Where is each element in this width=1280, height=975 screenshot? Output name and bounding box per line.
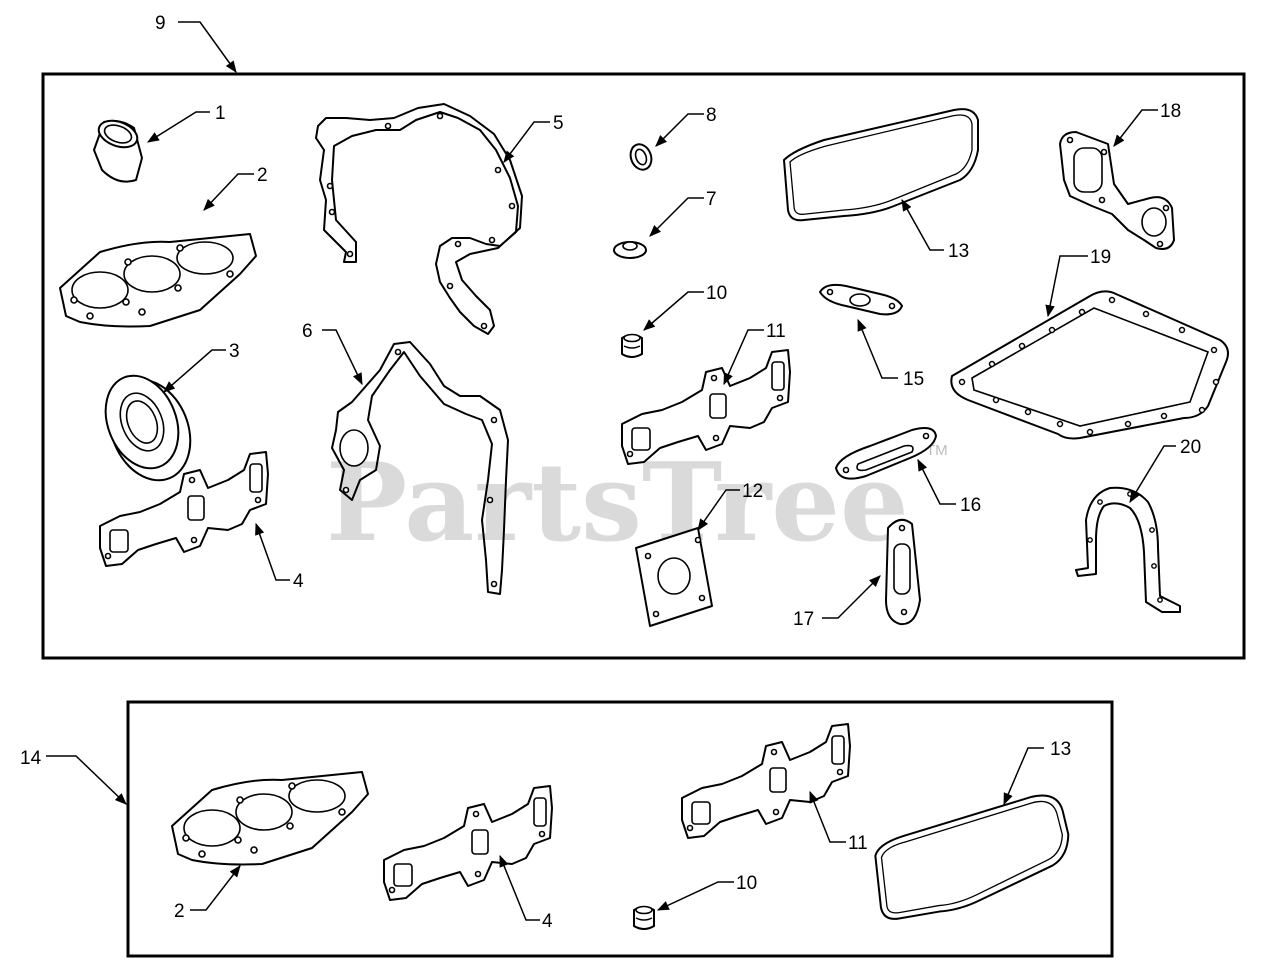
leader-3: [163, 349, 226, 393]
part-18-pump-gasket: [1059, 131, 1175, 250]
leader-15: [857, 318, 898, 379]
label-13: 13: [948, 241, 969, 262]
part-6-cover-gasket: [331, 341, 509, 595]
leader-9: [178, 21, 237, 73]
part-17-exhaust-gasket: [885, 518, 921, 626]
leader-10: [643, 291, 704, 331]
kit14-label-2: 2: [174, 901, 185, 922]
kit14-label-10: 10: [736, 873, 757, 894]
leader-13: [901, 198, 944, 251]
part-7-washer-seal: [613, 241, 647, 259]
leader-7: [649, 197, 704, 237]
leader-17: [822, 575, 881, 619]
label-7: 7: [706, 189, 717, 210]
part-19-oil-pan-gasket: [950, 290, 1229, 440]
leader-11: [723, 329, 764, 386]
kit-label-9: 9: [155, 13, 166, 34]
leader-19: [1045, 255, 1088, 318]
watermark-trademark: TM: [926, 442, 948, 459]
part-8-o-ring: [629, 143, 653, 171]
part-13-rocker-gasket: [783, 108, 979, 222]
part-20-rear-seal-gasket: [1075, 486, 1181, 613]
label-18: 18: [1160, 101, 1181, 122]
label-1: 1: [215, 103, 226, 124]
main-kit-frame: [41, 72, 1246, 660]
part-3-oil-seal: [104, 374, 192, 482]
part-10-stem-seal: [621, 333, 643, 358]
kit14-label-4: 4: [542, 911, 553, 932]
kit14-part-11-manifold-gasket: [681, 723, 851, 839]
leader-2: [203, 173, 254, 211]
part-16-oval-gasket: [835, 427, 937, 480]
label-2: 2: [257, 165, 268, 186]
kit14-part-2-head-gasket: [171, 771, 369, 866]
kit14-part-13-rocker-gasket: [874, 794, 1070, 920]
label-12: 12: [742, 481, 763, 502]
leader-18: [1113, 109, 1158, 147]
label-16: 16: [960, 495, 981, 516]
leader-8: [655, 113, 704, 147]
part-2-head-gasket: [59, 233, 257, 328]
kit14-leader-11: [809, 790, 846, 843]
kit14-leader-13: [1003, 747, 1044, 806]
leader-14: [46, 755, 127, 805]
label-3: 3: [229, 341, 240, 362]
part-12-flange-gasket: [635, 527, 713, 627]
kit-label-14: 14: [20, 748, 42, 769]
leader-4: [255, 522, 290, 581]
kit14-leader-2: [190, 865, 241, 911]
label-17: 17: [793, 609, 814, 630]
label-19: 19: [1090, 247, 1111, 268]
label-15: 15: [903, 369, 924, 390]
label-20: 20: [1180, 437, 1201, 458]
label-6: 6: [302, 321, 313, 342]
leader-5: [503, 121, 550, 163]
label-4: 4: [293, 571, 304, 592]
label-10: 10: [706, 283, 727, 304]
leader-20: [1129, 445, 1176, 504]
kit14-leader-10: [656, 881, 734, 911]
kit14-label-13: 13: [1050, 739, 1071, 760]
label-8: 8: [706, 105, 717, 126]
leader-16: [917, 458, 956, 505]
label-5: 5: [553, 113, 564, 134]
secondary-kit-frame: [126, 700, 1114, 958]
leader-6: [322, 329, 363, 386]
kit14-part-10-stem-seal: [633, 905, 655, 930]
part-5-gear-case-gasket: [315, 103, 523, 335]
leader-12: [697, 489, 740, 531]
kit14-label-11: 11: [848, 833, 868, 854]
part-15-pipe-gasket: [819, 283, 903, 316]
part-4-manifold-gasket: [99, 451, 269, 567]
label-11: 11: [766, 321, 786, 342]
part-1-crank-seal: [93, 119, 143, 183]
leader-1: [146, 111, 210, 143]
kit14-part-4-manifold-gasket: [383, 785, 553, 901]
watermark: PartsTree: [326, 440, 909, 566]
kit14-leader-4: [499, 854, 540, 921]
